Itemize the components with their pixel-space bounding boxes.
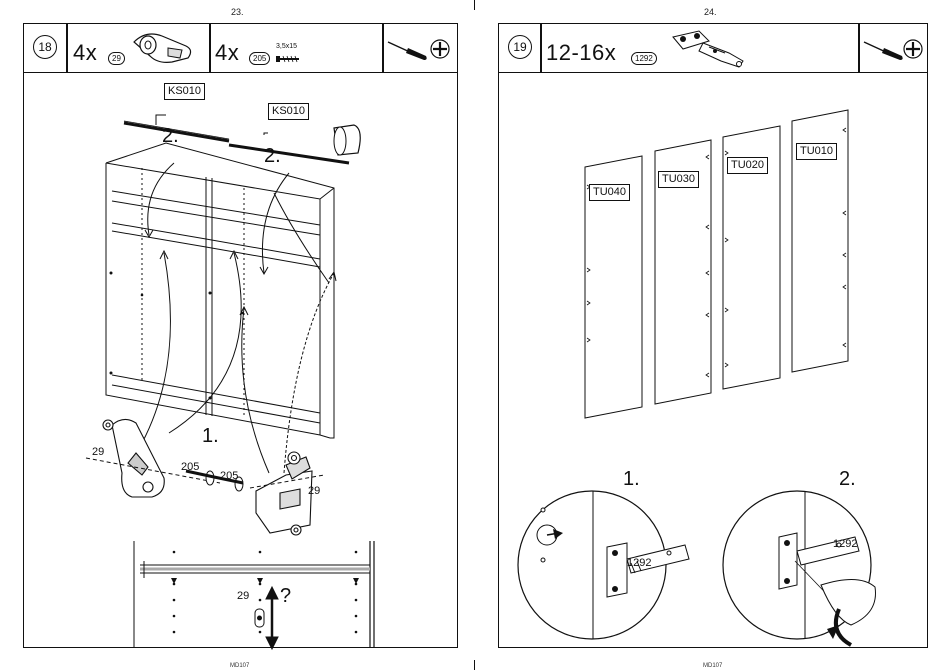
door-label: TU040 (589, 184, 630, 201)
part-badge: 1292 (631, 52, 657, 65)
detail-part-29: 29 (237, 590, 249, 602)
hanger-bracket-icon (103, 419, 164, 497)
hinge-detail-1 (518, 491, 689, 639)
quantity: 12-16x (546, 40, 616, 66)
detail-part-1292: 1292 (833, 538, 857, 550)
cabinet-body (106, 143, 334, 438)
center-trim-mark-top (474, 0, 475, 10)
door-label: TU020 (727, 157, 768, 174)
door-label: TU030 (658, 171, 699, 188)
header-divider (382, 24, 384, 72)
cross-screw-head-icon (429, 38, 451, 60)
rail-right (229, 145, 349, 163)
hanger-bracket-icon (256, 452, 312, 535)
detail-number: 1. (623, 468, 640, 491)
wardrobe-assembly-illustration (24, 73, 459, 648)
page-number-right: 24. (704, 7, 717, 17)
detail-question-mark: ? (280, 585, 291, 608)
hanging-rail-detail (134, 541, 374, 648)
footer-code-left: MD107 (230, 663, 249, 669)
part-callout-29: 29 (92, 446, 104, 458)
step-arrow-number: 2. (162, 125, 179, 148)
quantity-a: 4x (73, 40, 97, 66)
part-callout-29: 29 (308, 485, 320, 497)
action-number: 1. (202, 425, 219, 448)
part-badge-b: 205 (249, 52, 270, 65)
step-header-left: 18 4x 29 4x 205 3,5x15 (24, 24, 457, 73)
screwdriver-icon (862, 36, 906, 64)
cross-screw-head-icon (902, 38, 924, 60)
screw-icon (275, 54, 301, 64)
step-arrow-number: 2. (264, 145, 281, 168)
center-trim-mark-bottom (474, 660, 475, 670)
detail-part-1292: 1292 (627, 557, 651, 569)
screw-size-label: 3,5x15 (276, 43, 297, 50)
step-number: 18 (33, 35, 57, 59)
part-callout-205: 205 (220, 470, 238, 482)
header-divider (66, 24, 68, 72)
instruction-page-right: 19 12-16x 1292 (498, 23, 928, 648)
quantity-b: 4x (215, 40, 239, 66)
instruction-page-left: 18 4x 29 4x 205 3,5x15 (23, 23, 458, 648)
hinge-icon (669, 27, 749, 71)
part-callout-205: 205 (181, 461, 199, 473)
rail-label-ks010: KS010 (164, 83, 205, 100)
hanger-bracket-icon (128, 28, 198, 68)
rail-label-ks010: KS010 (268, 103, 309, 120)
header-divider (209, 24, 211, 72)
door-panels-illustration (499, 73, 929, 648)
page-number-left: 23. (231, 7, 244, 17)
header-divider (858, 24, 860, 72)
footer-code-right: MD107 (703, 663, 722, 669)
screwdriver-icon (386, 36, 430, 64)
hinge-detail-2 (723, 491, 876, 645)
detail-number: 2. (839, 468, 856, 491)
part-badge-a: 29 (108, 52, 125, 65)
step-header-right: 19 12-16x 1292 (499, 24, 927, 73)
door-label: TU010 (796, 143, 837, 160)
screw-icon (186, 471, 214, 485)
header-divider (540, 24, 542, 72)
step-number: 19 (508, 35, 532, 59)
